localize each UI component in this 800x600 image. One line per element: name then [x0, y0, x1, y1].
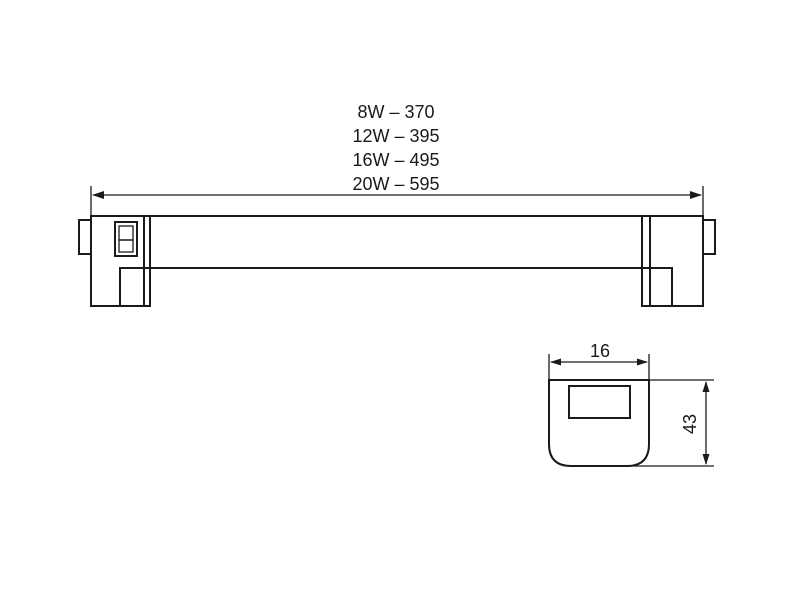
rocker-switch-bottom — [118, 239, 134, 253]
left-cap-foot — [119, 267, 151, 307]
width-dimension: 16 — [548, 341, 650, 380]
width-label: 16 — [590, 341, 610, 361]
arrowhead-left-icon — [92, 191, 104, 199]
width-arrowhead-right-icon — [637, 358, 648, 366]
right-end-cap — [641, 215, 716, 307]
tube-body — [149, 215, 643, 269]
height-label: 43 — [680, 414, 700, 434]
length-dimension-line — [90, 186, 704, 216]
height-dimension: 43 — [627, 379, 714, 467]
variant-label-20w: 20W – 595 — [352, 174, 439, 194]
height-arrowhead-bottom-icon — [702, 454, 710, 465]
variant-label-12w: 12W – 395 — [352, 126, 439, 146]
length-variant-labels: 8W – 370 12W – 395 16W – 495 20W – 595 — [352, 102, 439, 194]
profile-outline — [548, 379, 650, 467]
rocker-switch-top — [118, 225, 134, 241]
arrowhead-right-icon — [690, 191, 702, 199]
left-end-cap — [78, 215, 151, 307]
profile-window — [568, 385, 631, 419]
right-cap-housing — [649, 215, 704, 307]
variant-label-8w: 8W – 370 — [357, 102, 434, 122]
variant-label-16w: 16W – 495 — [352, 150, 439, 170]
left-cap-housing — [90, 215, 145, 307]
height-arrowhead-top-icon — [702, 381, 710, 392]
rocker-switch-icon — [114, 221, 138, 257]
right-cap-foot — [641, 267, 673, 307]
left-cap-pin — [78, 219, 92, 255]
luminaire-side-view — [78, 215, 716, 307]
right-cap-pin — [702, 219, 716, 255]
width-arrowhead-left-icon — [550, 358, 561, 366]
cross-section-view: 16 43 — [548, 341, 714, 467]
